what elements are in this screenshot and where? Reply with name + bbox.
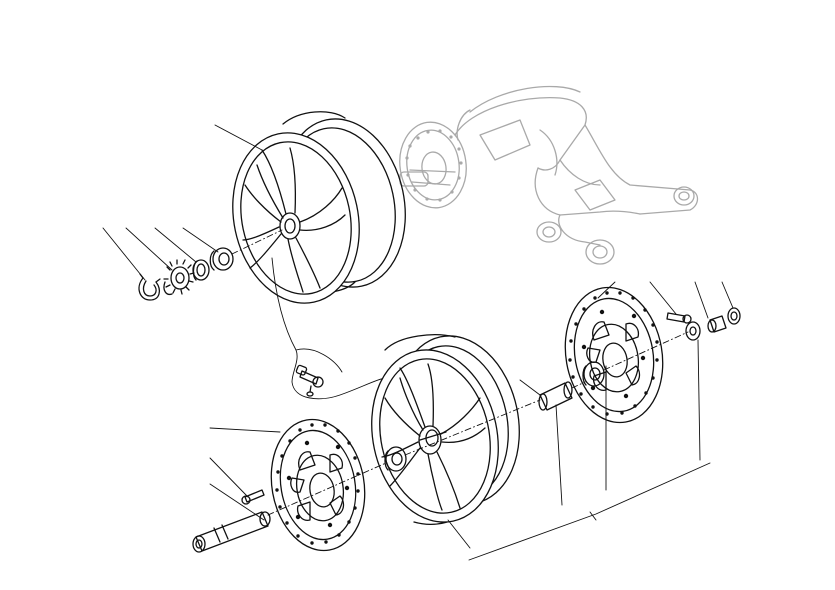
front-axle-washer (685, 321, 701, 341)
rear-disc-ghost-holes (405, 129, 463, 202)
front-disc-right-holes (568, 291, 659, 416)
rear-disc-ghost (399, 121, 467, 209)
rear-axis-line (231, 229, 283, 255)
front-brake-disc-right (564, 286, 664, 424)
front-axis-line (267, 331, 689, 516)
disc-bolt-right (666, 312, 692, 324)
swingarm-assembly-ghost (454, 85, 699, 265)
disc-bolt-left (241, 489, 265, 505)
hub-spacer-tube (538, 381, 573, 411)
rear-circlip (138, 273, 161, 301)
front-axle-spacer (707, 307, 741, 333)
front-wheel-axle (192, 511, 271, 553)
rear-wheel (232, 111, 406, 304)
front-brake-disc-left (270, 418, 366, 552)
front-bearing-left (384, 446, 407, 472)
front-wheel (371, 334, 520, 525)
tyre-valve (295, 364, 324, 397)
rear-sprocket-nut (163, 259, 195, 296)
rear-spacer-ring (192, 259, 210, 281)
leader-lines (102, 124, 734, 561)
front-bearing-right (582, 361, 605, 387)
rear-bearing (209, 247, 234, 271)
front-disc-left-holes (275, 423, 360, 545)
